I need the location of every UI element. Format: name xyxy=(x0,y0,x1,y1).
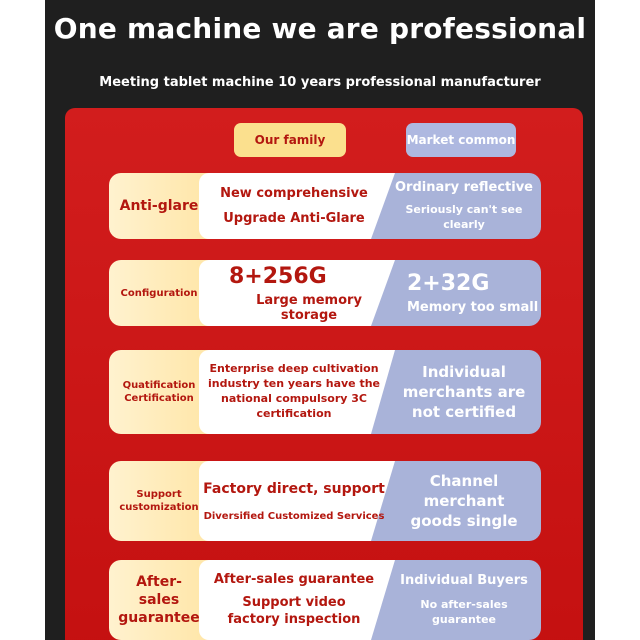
row-after-sales: After-sales guarantee After-sales guaran… xyxy=(109,560,541,640)
market-common-header: Market common xyxy=(406,123,516,157)
page-subtitle: Meeting tablet machine 10 years professi… xyxy=(99,75,541,90)
ours-cell xyxy=(199,350,395,434)
market-cell xyxy=(371,461,541,541)
ours-line: 8+256G xyxy=(229,263,327,289)
row-certification: Quatification Certification Enterprise d… xyxy=(109,350,541,434)
market-line: 2+32G xyxy=(407,271,490,296)
market-text: Ordinary reflective Seriously can't see … xyxy=(389,173,539,239)
market-line: Individual Buyers xyxy=(400,573,528,589)
market-cell xyxy=(371,260,541,326)
market-line: Channel merchant goods single xyxy=(410,471,518,531)
row-label: Anti-glare xyxy=(109,173,209,239)
market-cell xyxy=(371,560,541,640)
ours-line: Support video factory inspection xyxy=(227,594,361,627)
market-text: 2+32G Memory too small xyxy=(389,260,539,326)
ours-cell xyxy=(199,560,395,640)
our-family-header: Our family xyxy=(234,123,346,157)
poster: One machine we are professional Meeting … xyxy=(45,0,595,640)
ours-cell xyxy=(199,173,395,239)
market-text: Channel merchant goods single xyxy=(389,461,539,541)
row-label: Quatification Certification xyxy=(109,350,209,434)
ours-line: Factory direct, support xyxy=(203,480,385,497)
market-cell xyxy=(371,173,541,239)
ours-line: Enterprise deep cultivation industry ten… xyxy=(207,362,381,420)
market-line: Ordinary reflective xyxy=(394,180,533,196)
market-text: Individual Buyers No after-sales guarant… xyxy=(389,560,539,640)
ours-cell xyxy=(199,260,395,326)
ours-text: 8+256G Large memory storage xyxy=(199,260,389,326)
comparison-panel: Our family Market common Anti-glare New … xyxy=(65,108,583,640)
ours-text: Enterprise deep cultivation industry ten… xyxy=(199,350,389,434)
ours-line: After-sales guarantee xyxy=(213,571,375,587)
ours-line: Upgrade Anti-Glare xyxy=(223,211,365,226)
market-line: Individual merchants are not certified xyxy=(402,362,526,422)
ours-cell xyxy=(199,461,395,541)
market-cell xyxy=(371,350,541,434)
row-configuration: Configuration 8+256G Large memory storag… xyxy=(109,260,541,326)
market-text: Individual merchants are not certified xyxy=(389,350,539,434)
row-label: Support customization xyxy=(109,461,209,541)
row-anti-glare: Anti-glare New comprehensive Upgrade Ant… xyxy=(109,173,541,239)
ours-line: Large memory storage xyxy=(256,292,362,323)
page-title: One machine we are professional xyxy=(53,12,587,45)
market-line: Memory too small xyxy=(407,300,539,315)
row-label: Configuration xyxy=(109,260,209,326)
ours-text: Factory direct, support Diversified Cust… xyxy=(199,461,389,541)
ours-line: Diversified Customized Services xyxy=(203,510,385,522)
ours-text: New comprehensive Upgrade Anti-Glare xyxy=(199,173,389,239)
ours-text: After-sales guarantee Support video fact… xyxy=(199,560,389,640)
market-line: Seriously can't see clearly xyxy=(405,203,523,231)
row-label: After-sales guarantee xyxy=(109,560,209,640)
ours-line: New comprehensive xyxy=(220,186,368,201)
market-line: No after-sales guarantee xyxy=(420,598,508,626)
row-customization: Support customization Factory direct, su… xyxy=(109,461,541,541)
